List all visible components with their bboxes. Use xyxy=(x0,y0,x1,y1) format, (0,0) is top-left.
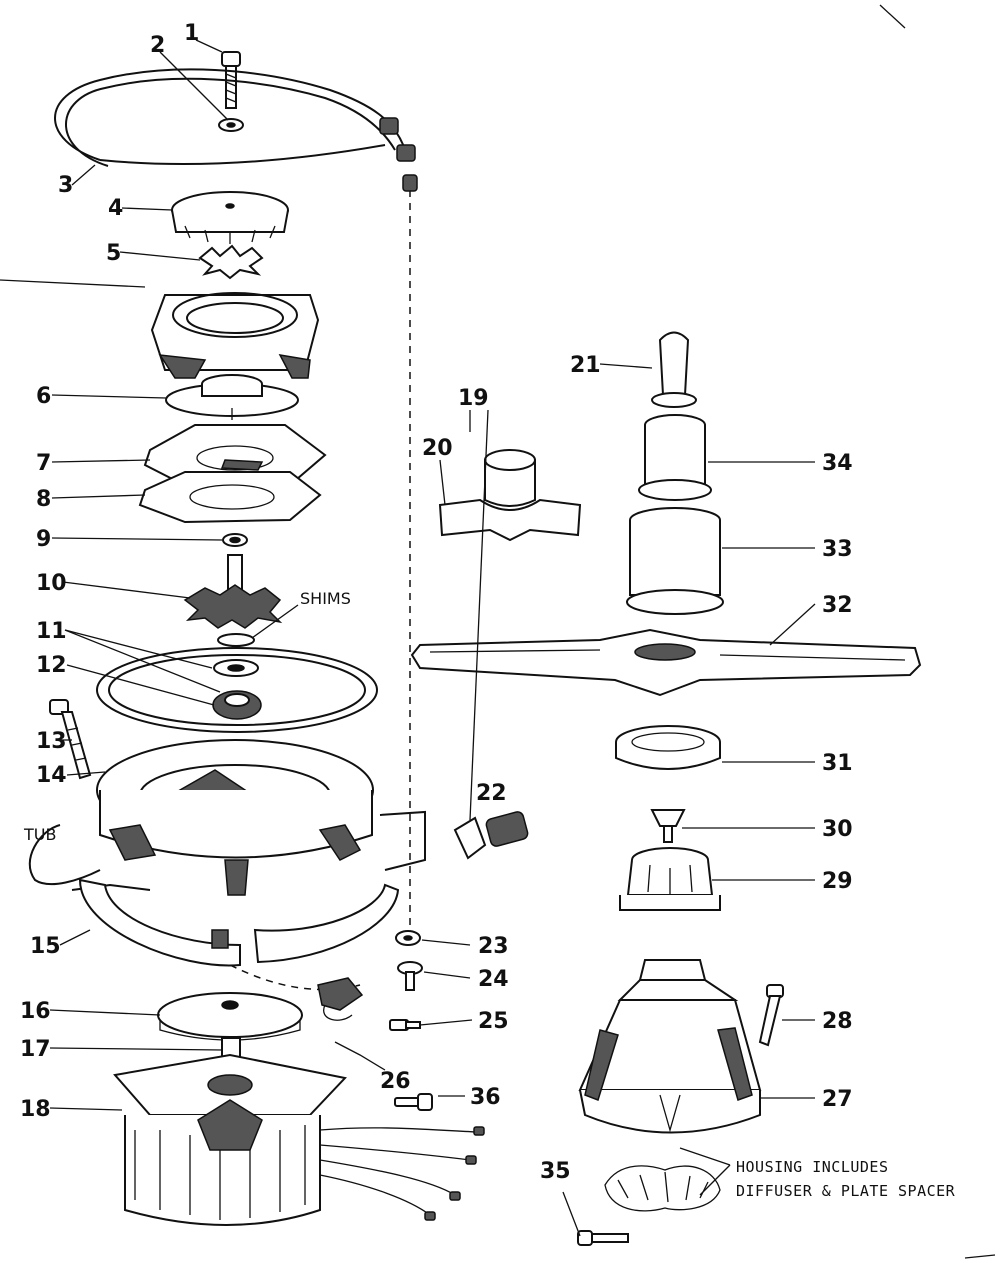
diffuser xyxy=(604,1165,721,1212)
part-19-cap xyxy=(484,449,536,507)
housing-note-line1: HOUSING INCLUDES xyxy=(736,1158,889,1176)
callout-34: 34 xyxy=(822,451,853,476)
callout-2: 2 xyxy=(150,33,165,58)
callout-31: 31 xyxy=(822,751,853,776)
callout-27: 27 xyxy=(822,1087,853,1112)
callout-25: 25 xyxy=(478,1009,509,1034)
callout-24: 24 xyxy=(478,967,509,992)
part-13-bolt xyxy=(49,699,92,780)
callout-13: 13 xyxy=(36,729,67,754)
corner-mark xyxy=(879,4,906,29)
part-35-screw xyxy=(577,1230,629,1246)
part-4-cover xyxy=(171,191,289,244)
callout-17: 17 xyxy=(20,1037,51,1062)
part-31-ring xyxy=(615,725,721,770)
callout-14: 14 xyxy=(36,763,67,788)
pump-housing xyxy=(150,292,320,379)
part-30-screw xyxy=(650,809,686,843)
part-27-housing xyxy=(578,959,762,1134)
callout-35: 35 xyxy=(540,1159,571,1184)
part-1-screw xyxy=(221,51,241,109)
part-26-bracket xyxy=(317,977,364,1021)
part-2-washer xyxy=(218,118,244,132)
part-9-seal xyxy=(222,533,248,547)
callout-9: 9 xyxy=(36,527,51,552)
callout-8: 8 xyxy=(36,487,51,512)
part-15-ring xyxy=(78,878,400,967)
part-8-plate xyxy=(138,471,322,524)
part-11-shims xyxy=(213,633,259,677)
callout-28: 28 xyxy=(822,1009,853,1034)
part-32-spray-arm xyxy=(410,628,922,697)
leader-lines xyxy=(49,39,816,1237)
part-23-grommet xyxy=(395,930,421,946)
callout-29: 29 xyxy=(822,869,853,894)
housing-note-line2: DIFFUSER & PLATE SPACER xyxy=(736,1182,956,1200)
part-28-screw xyxy=(758,984,784,1047)
callout-30: 30 xyxy=(822,817,853,842)
callout-36: 36 xyxy=(470,1085,501,1110)
part-12-seal xyxy=(96,647,378,733)
callout-11: 11 xyxy=(36,619,67,644)
part-16-fan xyxy=(157,992,303,1041)
callout-1: 1 xyxy=(184,21,199,46)
part-22-clamp xyxy=(453,811,529,860)
part-18-motor xyxy=(113,1053,485,1226)
callout-3: 3 xyxy=(58,173,73,198)
corner-mark xyxy=(0,279,146,288)
callout-7: 7 xyxy=(36,451,51,476)
part-6-plate xyxy=(165,374,299,420)
part-33-tube xyxy=(626,507,724,615)
callout-26: 26 xyxy=(380,1069,411,1094)
callout-12: 12 xyxy=(36,653,67,678)
part-10-impeller xyxy=(183,554,283,629)
part-20-deflector xyxy=(438,498,582,542)
callout-22: 22 xyxy=(476,781,507,806)
callout-32: 32 xyxy=(822,593,853,618)
corner-mark xyxy=(964,1254,996,1259)
callout-23: 23 xyxy=(478,934,509,959)
callout-15: 15 xyxy=(30,934,61,959)
part-24-screw xyxy=(397,961,423,991)
callout-33: 33 xyxy=(822,537,853,562)
callout-5: 5 xyxy=(106,241,121,266)
part-5-chopper xyxy=(198,244,264,280)
part-34-tube xyxy=(638,414,712,501)
callout-16: 16 xyxy=(20,999,51,1024)
tub-label: TUB xyxy=(23,825,56,844)
callout-10: 10 xyxy=(36,571,67,596)
callout-19: 19 xyxy=(458,386,489,411)
callout-21: 21 xyxy=(570,353,601,378)
part-36-screw xyxy=(394,1093,433,1111)
part-29-hub xyxy=(619,847,721,911)
part-21-nozzle xyxy=(651,331,697,408)
part-25-screw xyxy=(389,1019,421,1031)
callout-6: 6 xyxy=(36,384,51,409)
part-14-base xyxy=(96,739,374,896)
part-3-heater xyxy=(54,68,418,192)
callout-20: 20 xyxy=(422,436,453,461)
callout-18: 18 xyxy=(20,1097,51,1122)
shims-label: SHIMS xyxy=(300,589,351,608)
callout-4: 4 xyxy=(108,196,123,221)
